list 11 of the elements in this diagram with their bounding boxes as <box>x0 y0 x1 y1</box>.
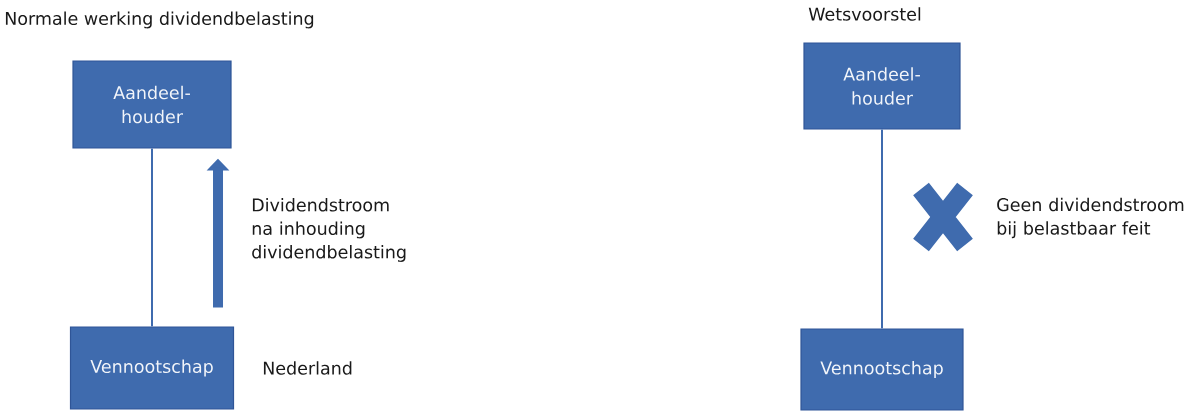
side-label: Nederland <box>263 361 352 375</box>
entity-box: Aandeel- houder <box>72 60 232 149</box>
edge-label: Dividendstroom na inhouding dividendbelasting <box>252 198 406 262</box>
note-text: Geen dividendstroom bij belastbaar feit <box>997 197 1184 239</box>
entity-box: Vennootschap <box>800 328 964 411</box>
entity-box: Vennootschap <box>69 326 235 410</box>
heading: Normale werking dividendbelasting <box>5 11 314 29</box>
entity-box: Aandeel- houder <box>803 42 961 130</box>
connector-line <box>881 128 883 330</box>
connector-line <box>151 147 153 328</box>
heading: Wetsvoorstel <box>808 7 921 21</box>
